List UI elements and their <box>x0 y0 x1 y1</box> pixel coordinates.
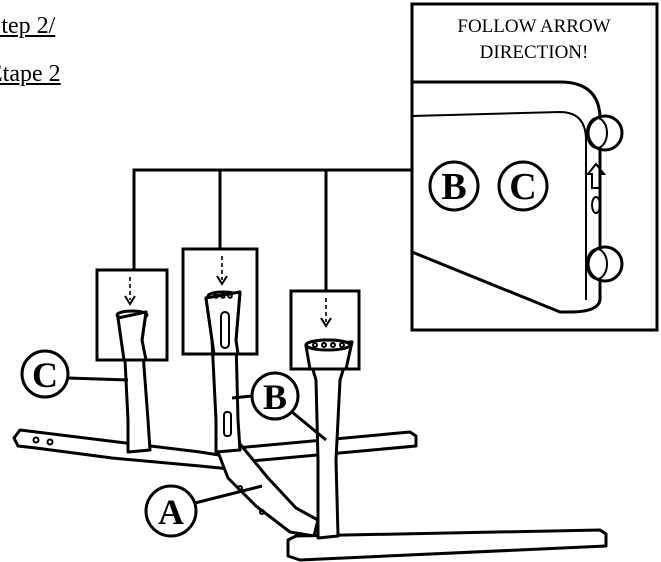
step-label-english: Step 2/ <box>0 13 56 39</box>
base-rail-front <box>286 528 608 562</box>
callout-letter-c: C <box>509 166 536 208</box>
part-label-a: A <box>144 484 263 538</box>
step-label-french: Étape 2 <box>0 61 61 87</box>
callout-letter-b: B <box>441 166 466 208</box>
magnifier-box-2 <box>181 247 259 356</box>
callout-text-line2: DIRECTION! <box>480 42 589 63</box>
magnifier-box-1 <box>95 268 169 362</box>
part-label-c: C <box>20 349 129 399</box>
svg-text:B: B <box>263 377 287 417</box>
svg-text:A: A <box>158 492 184 532</box>
callout-text-line1: FOLLOW ARROW <box>457 16 610 37</box>
connector-lines <box>132 168 412 291</box>
callout-box: FOLLOW ARROW DIRECTION! B C <box>410 2 659 332</box>
magnifier-box-3 <box>289 289 361 371</box>
svg-text:C: C <box>32 355 58 395</box>
part-label-b: B <box>231 371 327 442</box>
